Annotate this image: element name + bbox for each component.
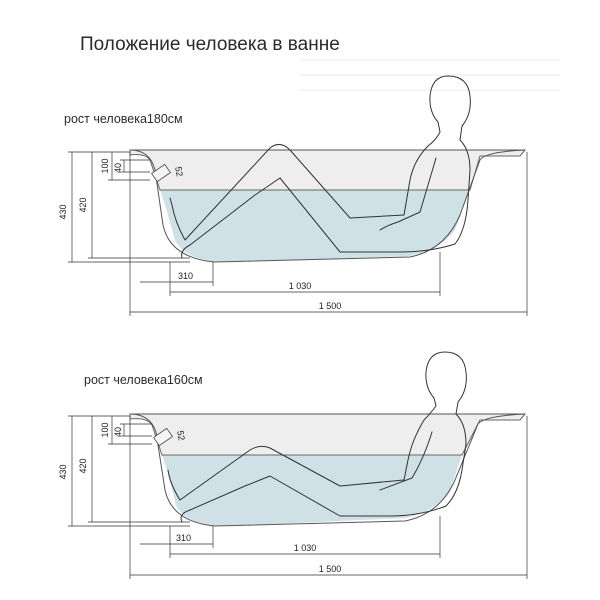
dimensions-2: 430 420 100 40 52 310 1 030: [58, 415, 528, 579]
dim-52-label-1: 52: [173, 166, 185, 178]
panel-1-caption: рост человека180см: [64, 112, 183, 126]
tub-rim-1: [129, 149, 527, 191]
dim-1030-label-1: 1 030: [289, 281, 312, 291]
panel-2-caption: рост человека160см: [84, 373, 203, 387]
panel-1: 430 420 100 40 52 310 1 030: [58, 59, 560, 316]
headrest-2: [152, 427, 174, 447]
tub-rim-2: [129, 413, 527, 456]
dim-310-label-2: 310: [176, 533, 191, 543]
panel-2: 430 420 100 40 52 310 1 030: [58, 351, 528, 579]
dim-40-label-1: 40: [113, 163, 123, 173]
dim-100-label-1: 100: [100, 158, 110, 173]
headrest-1: [150, 163, 172, 183]
dim-1500-label-2: 1 500: [319, 564, 342, 574]
person-160: [167, 351, 467, 523]
dim-40-label-2: 40: [113, 427, 123, 437]
dim-420-label-1: 420: [78, 197, 88, 212]
dim-100-label-2: 100: [100, 422, 110, 437]
background-texture: [300, 59, 560, 91]
dim-420-label-2: 420: [78, 458, 88, 473]
person-180: [169, 75, 471, 259]
dim-430-label-2: 430: [58, 464, 68, 479]
dim-1500-label-1: 1 500: [319, 301, 342, 311]
dim-310-label-1: 310: [178, 271, 193, 281]
dimensions-1: 430 420 100 40 52 310 1 030: [58, 151, 528, 316]
tub-outline-2: [129, 413, 526, 527]
dim-52-label-2: 52: [175, 430, 187, 442]
dim-1030-label-2: 1 030: [294, 543, 317, 553]
tub-outline-1: [129, 149, 526, 263]
diagram-title: Положение человека в ванне: [80, 34, 340, 55]
water-2: [162, 455, 462, 526]
dim-430-label-1: 430: [58, 204, 68, 219]
